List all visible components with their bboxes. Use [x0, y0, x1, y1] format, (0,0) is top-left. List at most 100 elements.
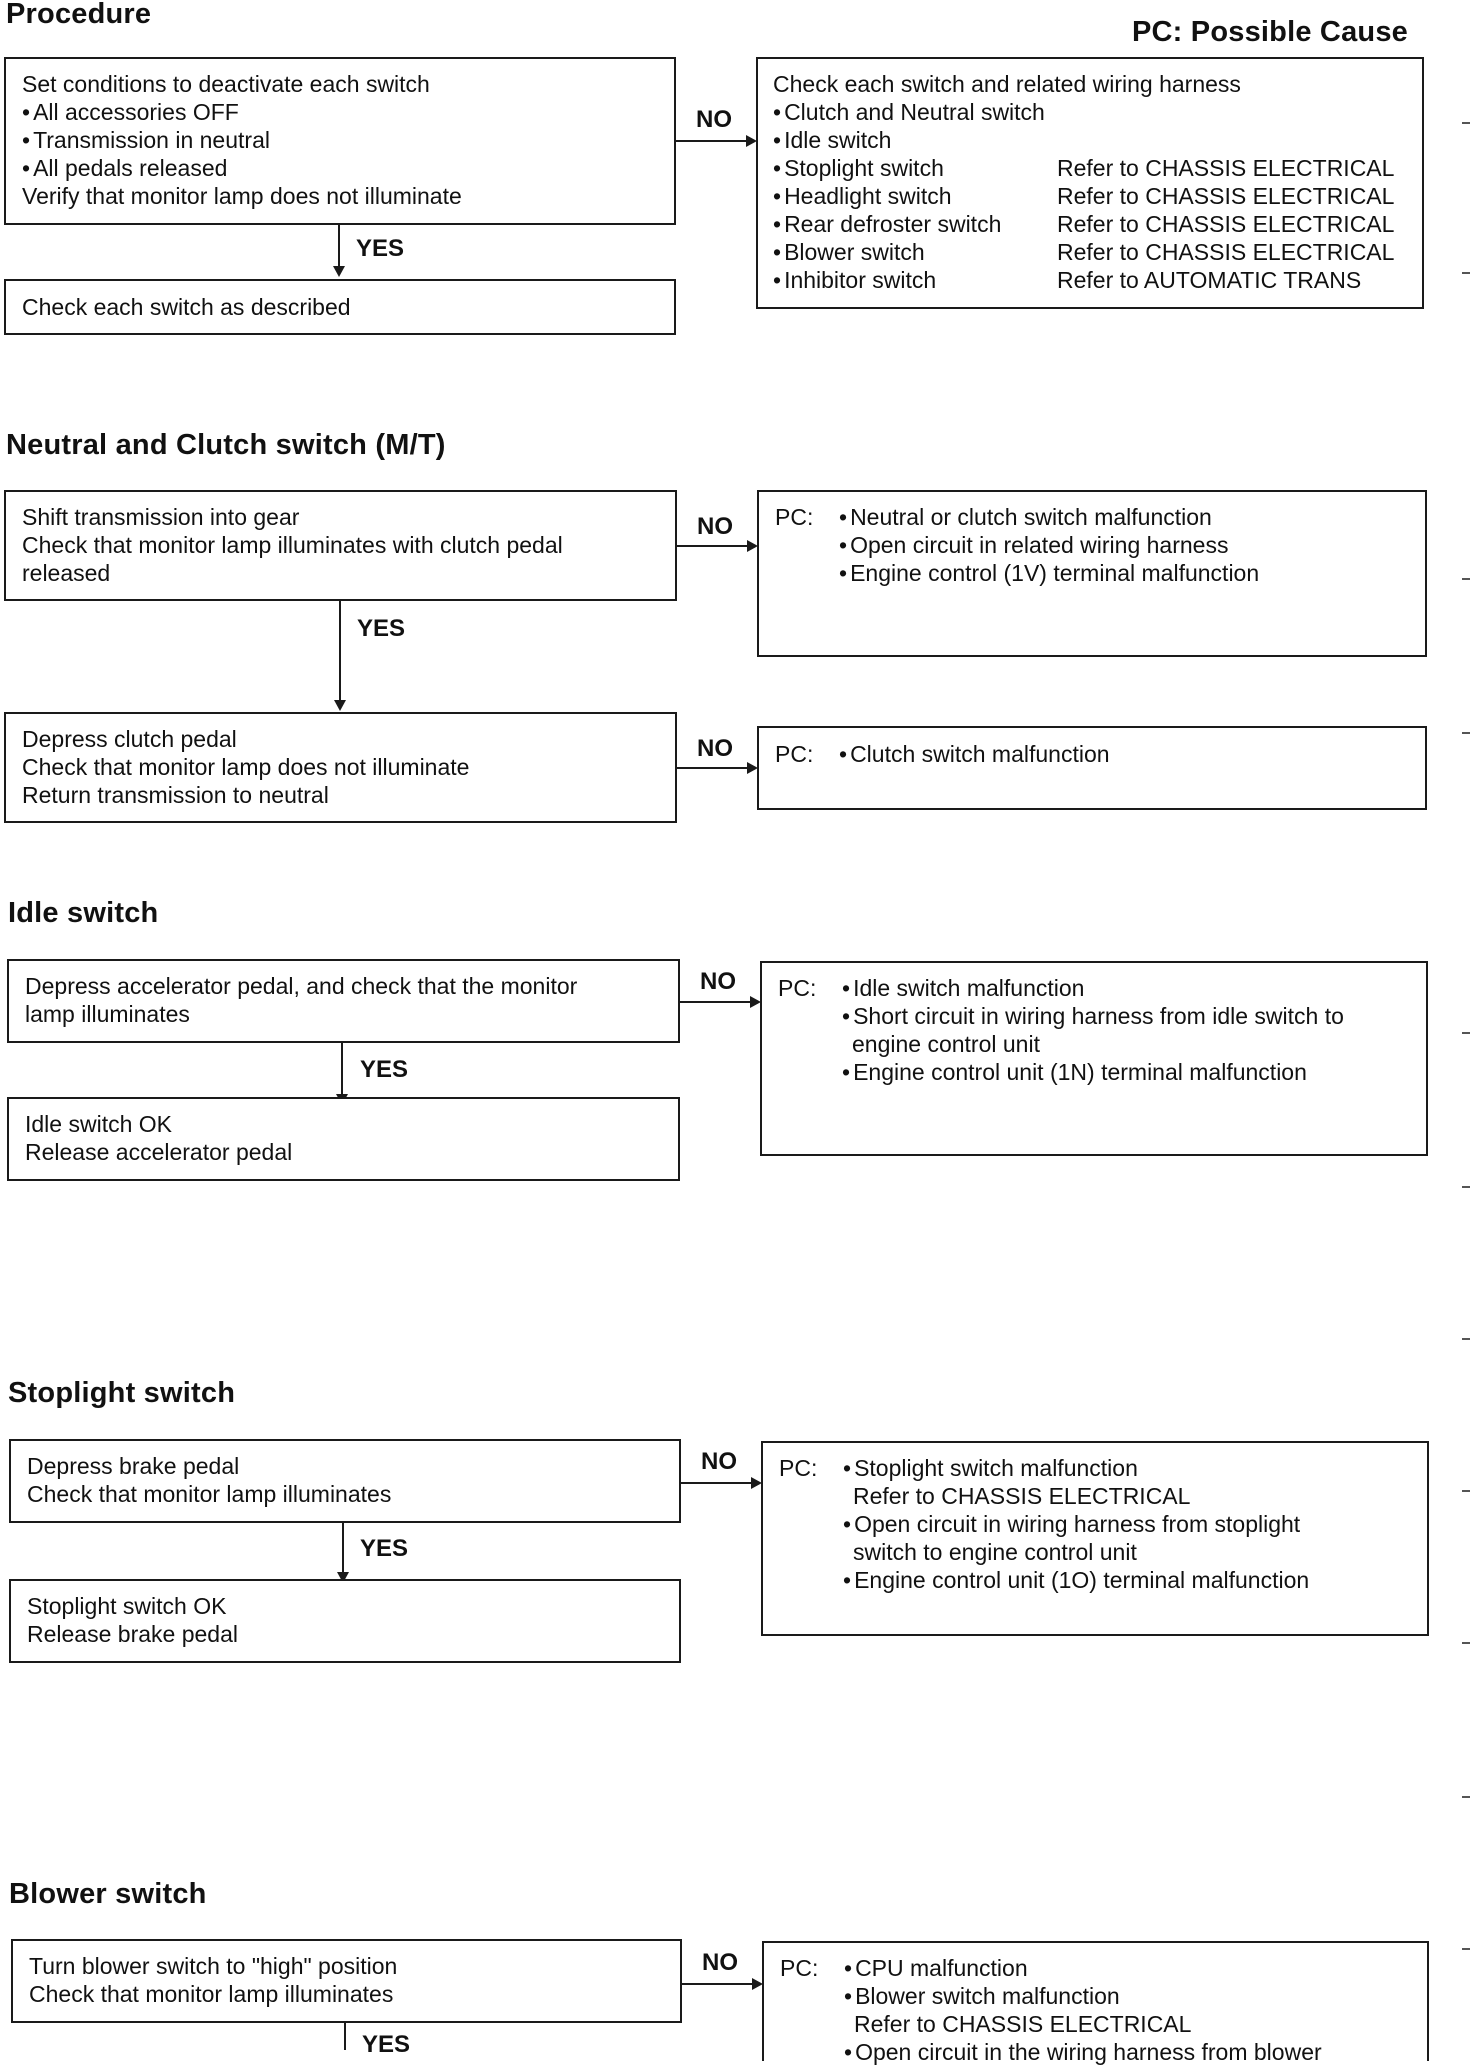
switch-ref: Refer to AUTOMATIC TRANS — [1057, 267, 1362, 293]
margin-tick — [1462, 578, 1470, 580]
nc-pc1-row: PC: Neutral or clutch switch malfunction — [775, 503, 1409, 531]
switch-name: Headlight switch — [773, 182, 1057, 210]
start-line: Set conditions to deactivate each switch — [22, 71, 430, 97]
start-bullet: All accessories OFF — [22, 98, 658, 126]
switch-row: Idle switch — [773, 126, 1406, 154]
pc-label: PC: — [778, 975, 817, 1001]
pc-item: Blower switch malfunction — [780, 1982, 1411, 2010]
idle-no1-connector — [680, 1001, 750, 1003]
stoplight-pc-box: PC:Stoplight switch malfunction Refer to… — [761, 1441, 1429, 1636]
stoplight-step1-line: Check that monitor lamp illuminates — [27, 1481, 392, 1507]
procedure-no-label: NO — [696, 106, 732, 133]
blower-no1-arrowhead — [752, 1978, 763, 1990]
nc-no1-connector — [677, 545, 747, 547]
switch-name: Clutch and Neutral switch — [773, 98, 1057, 126]
switch-name: Rear defroster switch — [773, 210, 1057, 238]
blower-yes1-connector — [344, 2023, 346, 2050]
pc-item: Open circuit in related wiring harness — [775, 531, 1409, 559]
start-line: Verify that monitor lamp does not illumi… — [22, 183, 462, 209]
pc-label: PC: — [775, 504, 814, 530]
stoplight-step2-line: Release brake pedal — [27, 1621, 238, 1647]
nc-pc2-box: PC: Clutch switch malfunction — [757, 726, 1427, 810]
idle-no1-label: NO — [700, 968, 736, 995]
idle-step1-line: lamp illuminates — [25, 1001, 190, 1027]
neutral-clutch-heading: Neutral and Clutch switch (M/T) — [6, 429, 446, 461]
nc-step1-line: Shift transmission into gear — [22, 504, 300, 530]
pc-legend: PC: Possible Cause — [1132, 16, 1408, 48]
nc-step2-line: Depress clutch pedal — [22, 726, 237, 752]
switch-name: Blower switch — [773, 238, 1057, 266]
idle-heading: Idle switch — [8, 897, 159, 929]
pc-item: CPU malfunction — [844, 1954, 1028, 1982]
nc-yes1-label: YES — [357, 615, 406, 642]
margin-tick — [1462, 1642, 1470, 1644]
margin-tick — [1462, 1490, 1470, 1492]
nc-step1-line: released — [22, 560, 111, 586]
stoplight-pc-row: PC:Stoplight switch malfunction — [779, 1454, 1411, 1482]
pc-label: PC: — [779, 1455, 818, 1481]
idle-yes1-connector — [341, 1043, 343, 1095]
start-bullet: Transmission in neutral — [22, 126, 658, 154]
nc-no1-label: NO — [697, 513, 733, 540]
nc-step1-line: Check that monitor lamp illuminates with… — [22, 532, 563, 558]
nc-pc1-box: PC:Neutral or clutch switch malfunction … — [757, 490, 1427, 657]
idle-pc-row: PC: Idle switch malfunction — [778, 974, 1410, 1002]
stoplight-yes1-connector — [342, 1523, 344, 1573]
nc-step2-box: Depress clutch pedal Check that monitor … — [4, 712, 677, 823]
switch-name: Idle switch — [773, 126, 1057, 154]
pc-item: Neutral or clutch switch malfunction — [839, 503, 1212, 531]
switch-row: Clutch and Neutral switch — [773, 98, 1406, 126]
switch-ref: Refer to CHASSIS ELECTRICAL — [1057, 155, 1395, 181]
margin-tick — [1462, 122, 1470, 124]
blower-pc-row: PC:CPU malfunction — [780, 1954, 1411, 1982]
stoplight-step2-box: Stoplight switch OK Release brake pedal — [9, 1579, 681, 1663]
idle-step1-box: Depress accelerator pedal, and check tha… — [7, 959, 680, 1043]
stoplight-no1-label: NO — [701, 1448, 737, 1475]
switch-name: Inhibitor switch — [773, 266, 1057, 294]
pc-item: Open circuit in the wiring harness from … — [780, 2038, 1411, 2066]
nc-yes1-arrowhead — [334, 700, 346, 711]
blower-yes1-label: YES — [362, 2031, 411, 2058]
blower-no1-label: NO — [702, 1949, 738, 1976]
margin-tick — [1462, 1948, 1470, 1950]
nc-no2-label: NO — [697, 735, 733, 762]
switch-name: Stoplight switch — [773, 154, 1057, 182]
pc-label: PC: — [775, 741, 814, 767]
harness-title: Check each switch and related wiring har… — [773, 71, 1241, 97]
blower-no1-connector — [682, 1983, 752, 1985]
margin-tick — [1462, 1186, 1470, 1188]
nc-no2-arrowhead — [747, 762, 758, 774]
nc-yes1-connector — [339, 601, 341, 701]
stoplight-yes1-arrowhead — [337, 1572, 349, 1583]
pc-item: Engine control (1V) terminal malfunction — [775, 559, 1409, 587]
procedure-yes-arrowhead — [333, 266, 345, 277]
margin-tick — [1462, 1796, 1470, 1798]
pc-item: Idle switch malfunction — [842, 974, 1084, 1002]
pc-item: Clutch switch malfunction — [839, 740, 1110, 768]
nc-step2-line: Return transmission to neutral — [22, 782, 329, 808]
switch-ref: Refer to CHASSIS ELECTRICAL — [1057, 211, 1395, 237]
idle-pc-box: PC: Idle switch malfunction Short circuit… — [760, 961, 1428, 1156]
start-bullet: All pedals released — [22, 154, 658, 182]
idle-step2-box: Idle switch OK Release accelerator pedal — [7, 1097, 680, 1181]
check-line: Check each switch as described — [22, 294, 351, 320]
idle-no1-arrowhead — [750, 996, 761, 1008]
pc-item: Engine control unit (1N) terminal malfun… — [778, 1058, 1410, 1086]
procedure-no-connector — [676, 140, 746, 142]
idle-step2-line: Idle switch OK — [25, 1111, 172, 1137]
nc-no1-arrowhead — [747, 540, 758, 552]
pc-item: Short circuit in wiring harness from idl… — [778, 1002, 1410, 1030]
procedure-yes-label: YES — [356, 235, 405, 262]
stoplight-step1-box: Depress brake pedal Check that monitor l… — [9, 1439, 681, 1523]
stoplight-step1-line: Depress brake pedal — [27, 1453, 240, 1479]
margin-tick — [1462, 732, 1470, 734]
idle-step2-line: Release accelerator pedal — [25, 1139, 293, 1165]
switch-ref: Refer to CHASSIS ELECTRICAL — [1057, 183, 1395, 209]
blower-step1-line: Check that monitor lamp illuminates — [29, 1981, 394, 2007]
switch-ref: Refer to CHASSIS ELECTRICAL — [1057, 239, 1395, 265]
blower-heading: Blower switch — [9, 1878, 207, 1910]
